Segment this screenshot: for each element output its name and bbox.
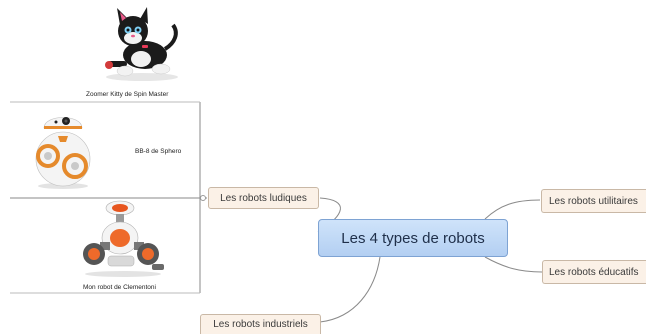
branch-utilitaires[interactable]: Les robots utilitaires <box>541 189 646 213</box>
branch-utilitaires-label: Les robots utilitaires <box>549 195 638 207</box>
central-topic[interactable]: Les 4 types de robots <box>318 219 508 257</box>
collapse-toggle[interactable] <box>200 195 206 201</box>
toy-robot-image <box>83 200 164 277</box>
connector-utilitaires <box>484 199 541 220</box>
image-caption: Mon robot de Clementoni <box>83 284 156 291</box>
branch-educatifs[interactable]: Les robots éducatifs <box>542 260 646 284</box>
branch-industriels[interactable]: Les robots industriels <box>200 314 321 334</box>
central-topic-label: Les 4 types de robots <box>341 229 485 247</box>
connector-educatifs <box>484 256 543 273</box>
branch-ludiques[interactable]: Les robots ludiques <box>208 187 319 209</box>
image-caption: BB-8 de Sphero <box>135 148 182 155</box>
branch-ludiques-label: Les robots ludiques <box>220 192 307 204</box>
image-caption: Zoomer Kitty de Spin Master <box>86 91 169 98</box>
branch-educatifs-label: Les robots éducatifs <box>549 266 639 278</box>
robot-cat-image <box>105 7 178 81</box>
branch-industriels-label: Les robots industriels <box>213 319 308 330</box>
connector-industriels <box>319 256 381 323</box>
bb8-droid-image <box>35 117 91 189</box>
